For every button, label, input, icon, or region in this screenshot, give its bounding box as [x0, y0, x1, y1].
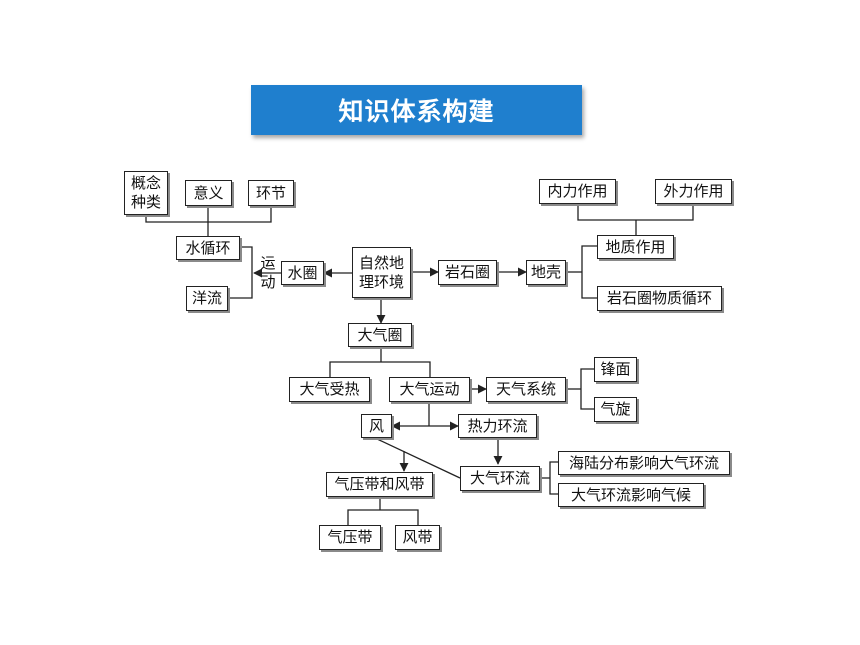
node-atmosphere: 大气圈	[348, 323, 412, 347]
node-crust: 地壳	[526, 260, 566, 285]
node-hydrosphere: 水圈	[281, 261, 324, 285]
node-atmospheric-heating: 大气受热	[289, 377, 370, 402]
connector-forces-bar	[577, 204, 694, 221]
connector-wind-to-general	[374, 437, 461, 479]
page-title: 知识体系构建	[338, 97, 495, 126]
node-wind-belt: 风带	[395, 525, 440, 550]
node-wind: 风	[361, 414, 392, 438]
title-banner: 知识体系构建	[251, 85, 582, 135]
node-ocean-current: 洋流	[186, 286, 228, 311]
node-general-circulation: 大气环流	[460, 466, 540, 491]
connector-belts-bar	[347, 509, 419, 525]
node-circulation-climate: 大气环流影响气候	[558, 483, 704, 507]
connector-weather-bracket	[580, 368, 594, 410]
node-lithosphere: 岩石圈	[438, 260, 497, 285]
node-rock-cycle: 岩石圈物质循环	[597, 286, 722, 311]
node-pressure-wind-belts: 气压带和风带	[326, 472, 433, 497]
label-motion: 运 动	[260, 254, 276, 291]
node-pressure-belt: 气压带	[319, 525, 381, 550]
node-internal-forces: 内力作用	[539, 179, 616, 204]
node-front: 锋面	[594, 357, 637, 382]
connector-motion-bracket	[228, 246, 253, 299]
node-atmospheric-motion: 大气运动	[389, 377, 470, 402]
node-link: 环节	[248, 180, 294, 206]
node-water-cycle: 水循环	[176, 236, 240, 260]
node-geological-action: 地质作用	[597, 235, 674, 259]
connector-general-bracket	[549, 461, 558, 495]
node-cyclone: 气旋	[594, 397, 637, 422]
node-thermal-circulation: 热力环流	[458, 414, 537, 438]
node-external-forces: 外力作用	[655, 179, 732, 204]
node-meaning: 意义	[185, 180, 232, 206]
node-natural-environment: 自然地 理环境	[352, 247, 411, 298]
node-land-sea-influence: 海陆分布影响大气环流	[558, 451, 730, 475]
connector-crust-bracket	[581, 245, 597, 299]
node-concept-types: 概念 种类	[124, 171, 168, 215]
connector-atmosphere-bar	[329, 361, 431, 377]
node-weather-system: 天气系统	[486, 377, 566, 402]
